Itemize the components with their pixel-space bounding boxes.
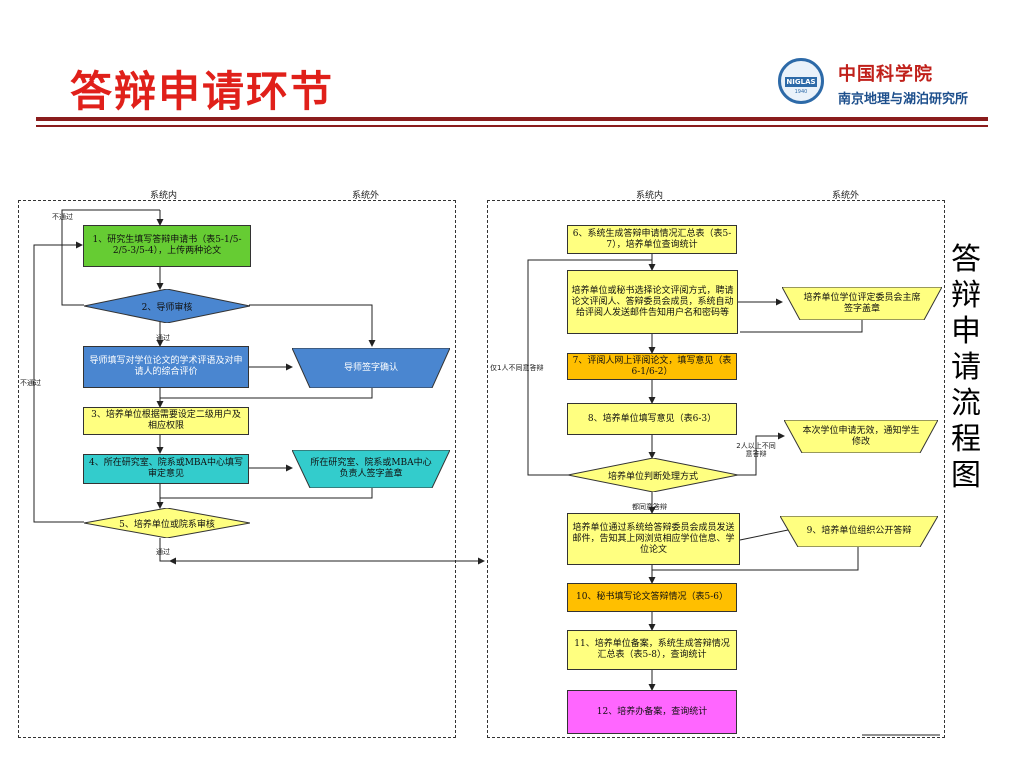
right-panel-border — [487, 200, 945, 738]
step-10-defense-record: 10、秘书填写论文答辩情况（表5-6） — [567, 583, 737, 612]
step-8-unit-opinion: 8、培养单位填写意见（表6-3） — [567, 403, 737, 435]
side-title-char: 申 — [951, 314, 981, 349]
step-1-submit-application: 1、研究生填写答辩申请书（表5-1/5-2/5-3/5-4），上传两种论文 — [83, 225, 251, 267]
step-12-office-filing: 12、培养办备案，查询统计 — [567, 690, 737, 734]
title-rule-thin — [36, 125, 988, 127]
niglas-logo-icon: NIGLAS 1940 — [778, 58, 824, 104]
step-6-summary-table: 6、系统生成答辩申请情况汇总表（表5-7），培养单位查询统计 — [567, 225, 737, 254]
dept-sign-box: 所在研究室、院系或MBA中心负责人签字盖章 — [292, 450, 450, 488]
title-rule-thick — [36, 117, 988, 121]
tutor-sign-box: 导师签字确认 — [292, 348, 450, 388]
page-title: 答辩申请环节 — [70, 67, 335, 116]
left-col-outside-header: 系统外 — [352, 191, 380, 201]
label-all-agree: 都同意答辩 — [632, 503, 667, 511]
side-title-char: 流 — [951, 386, 981, 421]
application-invalid-box: 本次学位申请无效，通知学生修改 — [784, 420, 938, 453]
side-title-char: 请 — [951, 350, 981, 385]
committee-sign-label: 培养单位学位评定委员会主席签字盖章 — [803, 292, 921, 314]
step-11-unit-filing: 11、培养单位备案，系统生成答辩情况汇总表（表5-8），查询统计 — [567, 630, 737, 670]
notify-committee-members: 培养单位通过系统给答辩委员会成员发送邮件，告知其上网浏览相应学位信息、学位论文 — [567, 513, 740, 565]
left-panel-border — [18, 200, 456, 738]
step-3-set-users: 3、培养单位根据需要设定二级用户及相应权限 — [83, 407, 249, 435]
org-name-institute: 南京地理与湖泊研究所 — [838, 92, 969, 107]
logo-text: NIGLAS — [785, 77, 817, 87]
decide-handling-label: 培养单位判断处理方式 — [607, 471, 698, 482]
step-9-label: 9、培养单位组织公开答辩 — [806, 526, 912, 536]
label-pass-5: 通过 — [156, 548, 170, 556]
label-fail-top: 不通过 — [52, 213, 73, 221]
side-title-char: 辩 — [951, 278, 981, 313]
application-invalid-label: 本次学位申请无效，通知学生修改 — [802, 425, 920, 447]
step-5-unit-review: 5、培养单位或院系审核 — [84, 508, 250, 538]
logo-year: 1940 — [794, 89, 808, 95]
org-name-cas: 中国科学院 — [838, 64, 933, 85]
step-2-tutor-review: 2、导师审核 — [84, 289, 250, 323]
side-vertical-title: 答 辩 申 请 流 程 图 — [951, 242, 981, 494]
tutor-evaluation-box: 导师填写对学位论文的学术评语及对申请人的综合评价 — [83, 346, 249, 388]
right-col-outside-header: 系统外 — [832, 191, 860, 201]
side-title-char: 答 — [951, 242, 981, 277]
label-fail-left: 不通过 — [20, 379, 41, 387]
label-pass-2: 通过 — [156, 334, 170, 342]
label-two-more-disagree: 2人以上不同意答辩 — [736, 442, 776, 458]
select-review-method: 培养单位或秘书选择论文评阅方式，聘请论文评阅人、答辩委员会成员，系统自动给评阅人… — [567, 270, 738, 334]
step-7-reviewer-comments: 7、评阅人网上评阅论文，填写意见（表6-1/6-2） — [567, 353, 737, 380]
decide-handling-method: 培养单位判断处理方式 — [568, 458, 738, 492]
side-title-char: 图 — [951, 458, 981, 493]
step-4-dept-opinion: 4、所在研究室、院系或MBA中心填写审定意见 — [83, 454, 249, 484]
left-col-inside-header: 系统内 — [150, 191, 178, 201]
committee-sign-box: 培养单位学位评定委员会主席签字盖章 — [782, 287, 942, 320]
dept-sign-label: 所在研究室、院系或MBA中心负责人签字盖章 — [310, 458, 432, 479]
step-2-label: 2、导师审核 — [141, 302, 193, 313]
right-col-inside-header: 系统内 — [636, 191, 664, 201]
label-only-one-disagree: 仅1人不同意答辩 — [490, 364, 544, 372]
step-5-label: 5、培养单位或院系审核 — [119, 519, 215, 530]
side-title-char: 程 — [951, 422, 981, 457]
tutor-sign-label: 导师签字确认 — [343, 362, 398, 373]
step-9-public-defense: 9、培养单位组织公开答辩 — [780, 516, 938, 547]
